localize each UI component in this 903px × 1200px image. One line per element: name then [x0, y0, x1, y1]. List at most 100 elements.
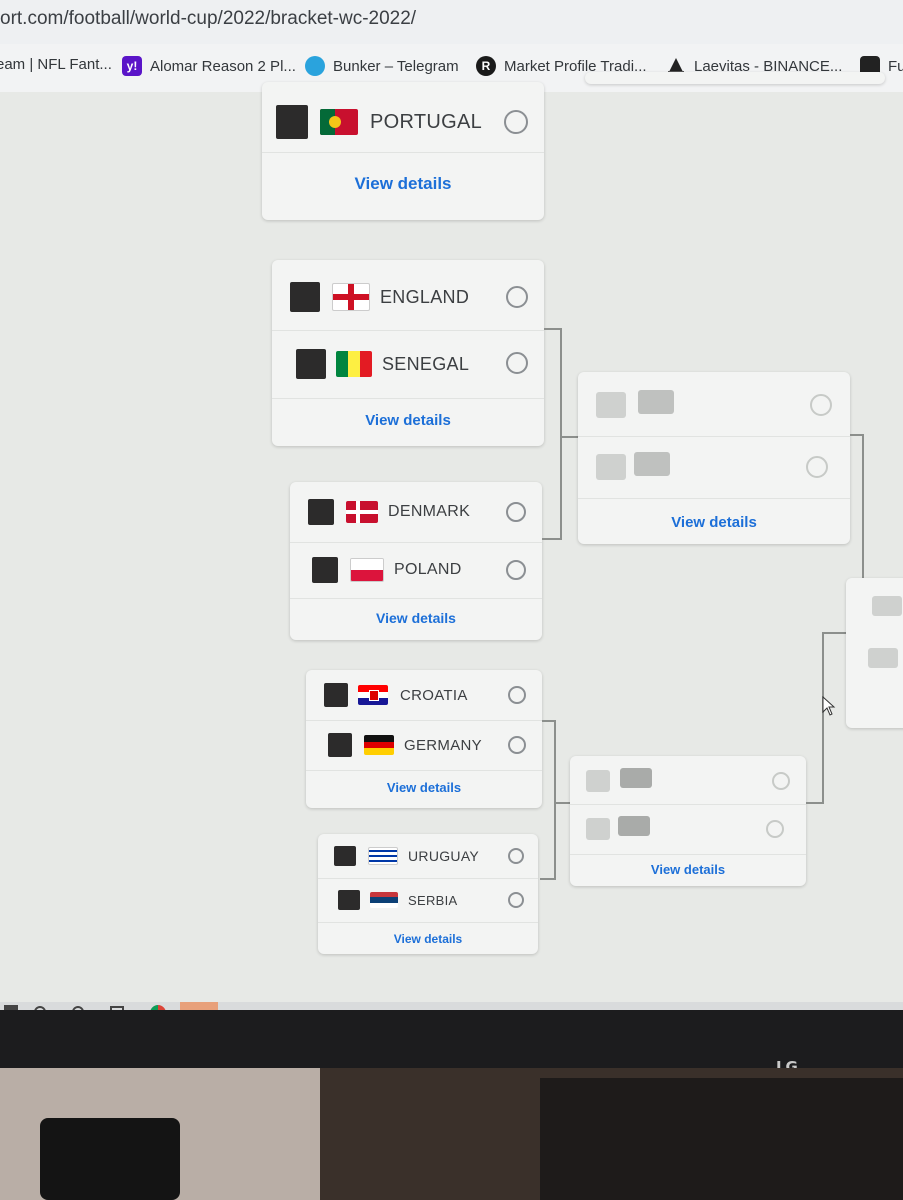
- bracket-connector: [862, 434, 864, 634]
- match-card-england-senegal: ENGLAND SENEGAL View details: [272, 260, 544, 446]
- team-logo-placeholder: [586, 818, 610, 840]
- team-logo-placeholder: [586, 770, 610, 792]
- bookmark-telegram[interactable]: Bunker – Telegram: [305, 56, 459, 76]
- poland-flag-icon: [350, 558, 384, 582]
- team-logo-placeholder: [338, 890, 360, 910]
- match-card-portugal: PORTUGAL View details: [262, 82, 544, 220]
- match-card-partial: [846, 578, 903, 728]
- search-icon[interactable]: [34, 1006, 46, 1010]
- url-text: ort.com/football/world-cup/2022/bracket-…: [0, 8, 417, 29]
- match-card-croatia-germany: CROATIA GERMANY View details: [306, 670, 542, 808]
- serbia-flag-icon: [370, 892, 398, 908]
- team-logo-placeholder: [334, 846, 356, 866]
- start-icon[interactable]: [4, 1005, 18, 1010]
- team-name: URUGUAY: [408, 848, 480, 864]
- pick-radio[interactable]: [772, 772, 790, 790]
- match-card-tbd: View details: [570, 756, 806, 886]
- denmark-flag-icon: [346, 501, 378, 523]
- senegal-flag-icon: [336, 351, 372, 377]
- team-logo-placeholder: [296, 349, 326, 379]
- telegram-icon: [305, 56, 325, 76]
- bookmark-alomar[interactable]: y! Alomar Reason 2 Pl...: [122, 56, 296, 76]
- pick-radio[interactable]: [504, 110, 528, 134]
- pick-radio[interactable]: [508, 736, 526, 754]
- bracket-page: PORTUGAL View details ENGLAND: [0, 72, 903, 1002]
- pick-radio[interactable]: [508, 848, 524, 864]
- team-logo-placeholder: [596, 454, 626, 480]
- team-row-uruguay[interactable]: URUGUAY: [318, 834, 538, 879]
- flag-placeholder-icon: [634, 452, 670, 476]
- england-flag-icon: [332, 283, 370, 311]
- match-card-tbd: View details: [578, 372, 850, 544]
- view-details-link[interactable]: View details: [671, 514, 757, 531]
- pick-radio[interactable]: [508, 686, 526, 704]
- team-logo-placeholder: [308, 499, 334, 525]
- team-row-serbia[interactable]: SERBIA: [318, 878, 538, 923]
- bracket-connector: [850, 434, 864, 436]
- pick-radio[interactable]: [508, 892, 524, 908]
- team-name: CROATIA: [400, 686, 468, 704]
- widgets-icon[interactable]: [110, 1006, 124, 1010]
- address-bar[interactable]: ort.com/football/world-cup/2022/bracket-…: [0, 0, 903, 44]
- task-view-icon[interactable]: [72, 1006, 84, 1010]
- bookmark-label: Bunker – Telegram: [333, 57, 459, 75]
- team-row-denmark[interactable]: DENMARK: [290, 482, 542, 543]
- pick-radio[interactable]: [766, 820, 784, 838]
- uruguay-flag-icon: [368, 847, 398, 865]
- germany-flag-icon: [364, 735, 394, 755]
- bracket-connector: [806, 802, 824, 804]
- view-details-link[interactable]: View details: [376, 610, 456, 626]
- croatia-flag-icon: [358, 685, 388, 705]
- desk-background: [0, 1068, 903, 1200]
- team-name: SENEGAL: [382, 353, 470, 374]
- team-logo-placeholder: [290, 282, 320, 312]
- pick-radio[interactable]: [506, 502, 526, 522]
- view-details-link[interactable]: View details: [386, 780, 462, 795]
- team-logo-placeholder: [872, 596, 902, 616]
- pick-radio[interactable]: [506, 286, 528, 308]
- team-row-tbd[interactable]: [570, 756, 806, 805]
- mouse-cursor-icon: [822, 696, 836, 716]
- view-details-link[interactable]: View details: [365, 412, 451, 429]
- monitor-stand: [540, 1078, 903, 1200]
- team-name: SERBIA: [408, 892, 458, 908]
- bookmark-label: Market Profile Tradi...: [504, 57, 647, 75]
- r-logo-icon: R: [476, 56, 496, 76]
- team-name: POLAND: [394, 561, 462, 578]
- bracket-connector: [554, 802, 570, 804]
- chrome-icon[interactable]: [150, 1005, 166, 1010]
- team-row-england[interactable]: ENGLAND: [272, 264, 544, 331]
- pick-radio[interactable]: [506, 560, 526, 580]
- team-row-tbd[interactable]: [578, 372, 850, 437]
- team-logo-placeholder: [276, 105, 308, 139]
- team-row-portugal[interactable]: PORTUGAL: [262, 92, 544, 153]
- pick-radio[interactable]: [810, 394, 832, 416]
- flag-placeholder-icon: [618, 816, 650, 836]
- view-details-link[interactable]: View details: [650, 862, 726, 877]
- bookmark-label: eam | NFL Fant...: [0, 56, 112, 73]
- team-row-senegal[interactable]: SENEGAL: [272, 330, 544, 399]
- team-name: ENGLAND: [380, 286, 470, 307]
- pick-radio[interactable]: [806, 456, 828, 478]
- view-details-link[interactable]: View details: [354, 174, 452, 193]
- team-row-germany[interactable]: GERMANY: [306, 720, 542, 771]
- bookmark-fu[interactable]: Fu: [860, 56, 903, 76]
- bookmark-label: Laevitas - BINANCE...: [694, 57, 843, 75]
- bracket-connector: [822, 632, 824, 804]
- bookmark-nfl[interactable]: eam | NFL Fant...: [0, 56, 112, 73]
- team-row-poland[interactable]: POLAND: [290, 542, 542, 599]
- pick-radio[interactable]: [506, 352, 528, 374]
- bookmark-market-profile[interactable]: R Market Profile Tradi...: [476, 56, 647, 76]
- match-card-partial: [585, 72, 885, 84]
- bracket-connector: [822, 632, 864, 634]
- team-row-croatia[interactable]: CROATIA: [306, 670, 542, 721]
- team-row-tbd[interactable]: [578, 436, 850, 499]
- bracket-connector: [540, 878, 556, 880]
- yahoo-icon: y!: [122, 56, 142, 76]
- team-logo-placeholder: [328, 733, 352, 757]
- active-app-icon[interactable]: [180, 1002, 218, 1010]
- view-details-link[interactable]: View details: [393, 932, 463, 946]
- team-logo-placeholder: [312, 557, 338, 583]
- team-row-tbd[interactable]: [570, 804, 806, 855]
- flag-placeholder-icon: [620, 768, 652, 788]
